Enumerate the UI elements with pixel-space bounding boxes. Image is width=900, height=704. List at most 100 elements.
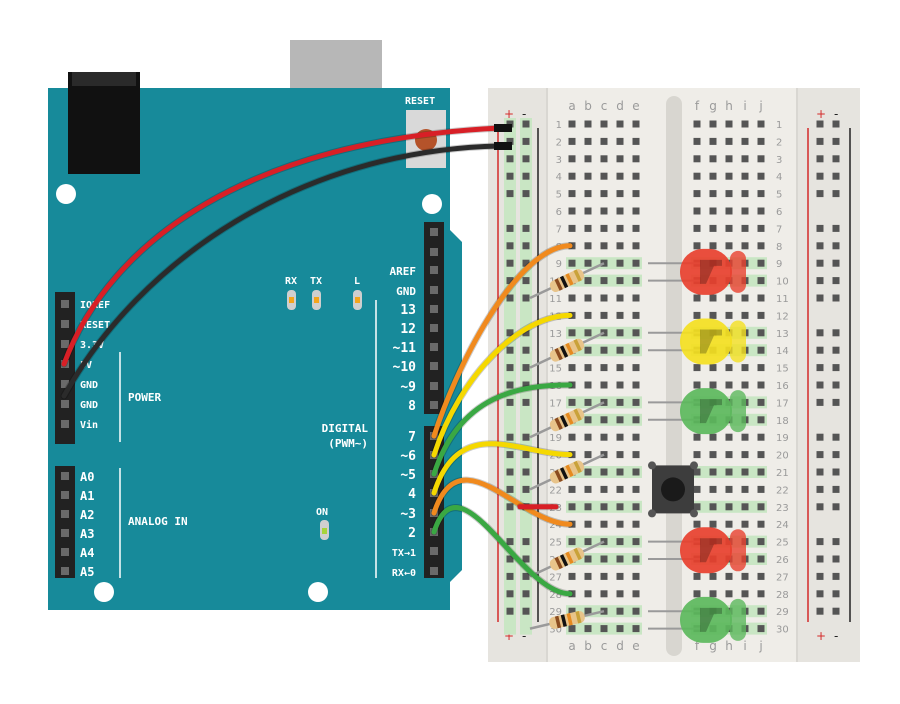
button-corner bbox=[690, 461, 698, 470]
rail-hole bbox=[522, 120, 530, 128]
analog-pin-socket bbox=[61, 548, 69, 556]
breadboard-hole bbox=[725, 137, 733, 145]
digital-pin-label: 7 bbox=[408, 430, 416, 445]
rail-hole bbox=[816, 329, 824, 337]
breadboard-hole bbox=[741, 503, 749, 511]
rail-hole bbox=[816, 590, 824, 598]
digital-pin-socket bbox=[430, 228, 438, 236]
wire-gnd bbox=[61, 143, 503, 399]
analog-pin-socket bbox=[61, 491, 69, 499]
breadboard-hole bbox=[741, 364, 749, 372]
breadboard-hole bbox=[757, 329, 765, 337]
rail-hole bbox=[816, 190, 824, 198]
breadboard-hole bbox=[584, 485, 592, 493]
rail-hole bbox=[816, 294, 824, 302]
row-number: 22 bbox=[776, 485, 789, 496]
rail-hole bbox=[506, 294, 514, 302]
rail-hole bbox=[832, 172, 840, 180]
digital-pin-label: 13 bbox=[400, 303, 416, 318]
mounting-hole bbox=[56, 184, 76, 204]
breadboard-hole bbox=[709, 242, 717, 250]
column-letter: j bbox=[758, 639, 762, 653]
breadboard-hole bbox=[693, 294, 701, 302]
breadboard-hole bbox=[693, 381, 701, 389]
breadboard-hole bbox=[568, 607, 576, 615]
row-number: 29 bbox=[776, 607, 789, 618]
rail-hole bbox=[522, 242, 530, 250]
breadboard-hole bbox=[600, 503, 608, 511]
pwm-label: (PWM~) bbox=[328, 437, 368, 450]
breadboard-hole bbox=[693, 468, 701, 476]
rail-hole bbox=[506, 346, 514, 354]
breadboard-hole bbox=[741, 572, 749, 580]
breadboard-hole bbox=[632, 433, 640, 441]
breadboard-hole bbox=[757, 468, 765, 476]
breadboard-hole bbox=[757, 503, 765, 511]
barrel-jack bbox=[68, 72, 140, 174]
breadboard-hole bbox=[584, 294, 592, 302]
rail-hole bbox=[522, 172, 530, 180]
breadboard-hole bbox=[725, 433, 733, 441]
breadboard-hole bbox=[600, 485, 608, 493]
digital-pin-label: ~10 bbox=[393, 360, 417, 375]
row-number: 7 bbox=[776, 224, 782, 235]
digital-pin-label: RX←0 bbox=[392, 568, 416, 579]
breadboard-hole bbox=[584, 538, 592, 546]
breadboard-hole bbox=[584, 224, 592, 232]
column-letter: i bbox=[743, 639, 746, 653]
digital-pin-label: ~9 bbox=[400, 380, 416, 395]
breadboard-hole bbox=[616, 277, 624, 285]
resistor bbox=[529, 540, 605, 578]
power-pin-label: GND bbox=[80, 400, 98, 411]
breadboard-hole bbox=[709, 364, 717, 372]
breadboard-hole bbox=[709, 120, 717, 128]
row-number: 4 bbox=[776, 172, 782, 183]
rail-hole bbox=[506, 259, 514, 267]
breadboard-hole bbox=[741, 433, 749, 441]
led-die bbox=[700, 607, 722, 632]
on-led-glow bbox=[322, 528, 327, 534]
power-pin-label: 3.3V bbox=[80, 340, 104, 351]
analog-pin-label: A1 bbox=[80, 489, 94, 503]
breadboard-hole bbox=[600, 172, 608, 180]
digital-pin-socket bbox=[430, 248, 438, 256]
row-number: 4 bbox=[556, 172, 562, 183]
breadboard-hole bbox=[616, 346, 624, 354]
breadboard-hole bbox=[584, 207, 592, 215]
resistor bbox=[529, 401, 605, 439]
breadboard-hole bbox=[757, 294, 765, 302]
breadboard-hole bbox=[741, 155, 749, 163]
resistor-body bbox=[549, 269, 585, 293]
rail-hole bbox=[506, 433, 514, 441]
button-cap[interactable] bbox=[661, 477, 685, 502]
breadboard-hole bbox=[568, 259, 576, 267]
breadboard-hole bbox=[741, 590, 749, 598]
resistor-band bbox=[566, 613, 573, 626]
row-number: 20 bbox=[549, 451, 562, 462]
breadboard-hole bbox=[709, 485, 717, 493]
breadboard-hole bbox=[600, 433, 608, 441]
rail-hole bbox=[506, 607, 514, 615]
breadboard-hole bbox=[757, 433, 765, 441]
breadboard-hole bbox=[568, 190, 576, 198]
left-plus-bottom: + bbox=[504, 629, 514, 643]
breadboard-hole bbox=[709, 224, 717, 232]
push-button[interactable] bbox=[648, 461, 698, 518]
button-corner bbox=[690, 509, 698, 518]
breadboard-hole bbox=[616, 572, 624, 580]
row-number: 15 bbox=[549, 364, 562, 375]
breadboard-hole bbox=[616, 294, 624, 302]
breadboard-hole bbox=[616, 590, 624, 598]
breadboard-hole bbox=[725, 590, 733, 598]
right-minus-bottom: - bbox=[834, 629, 838, 643]
breadboard-hole bbox=[741, 137, 749, 145]
analog-header bbox=[55, 466, 75, 578]
rail-hole bbox=[832, 451, 840, 459]
breadboard-hole bbox=[568, 503, 576, 511]
rail-hole bbox=[832, 590, 840, 598]
breadboard-hole bbox=[725, 572, 733, 580]
row-number: 6 bbox=[556, 207, 562, 218]
breadboard-hole bbox=[741, 190, 749, 198]
breadboard-hole bbox=[757, 572, 765, 580]
